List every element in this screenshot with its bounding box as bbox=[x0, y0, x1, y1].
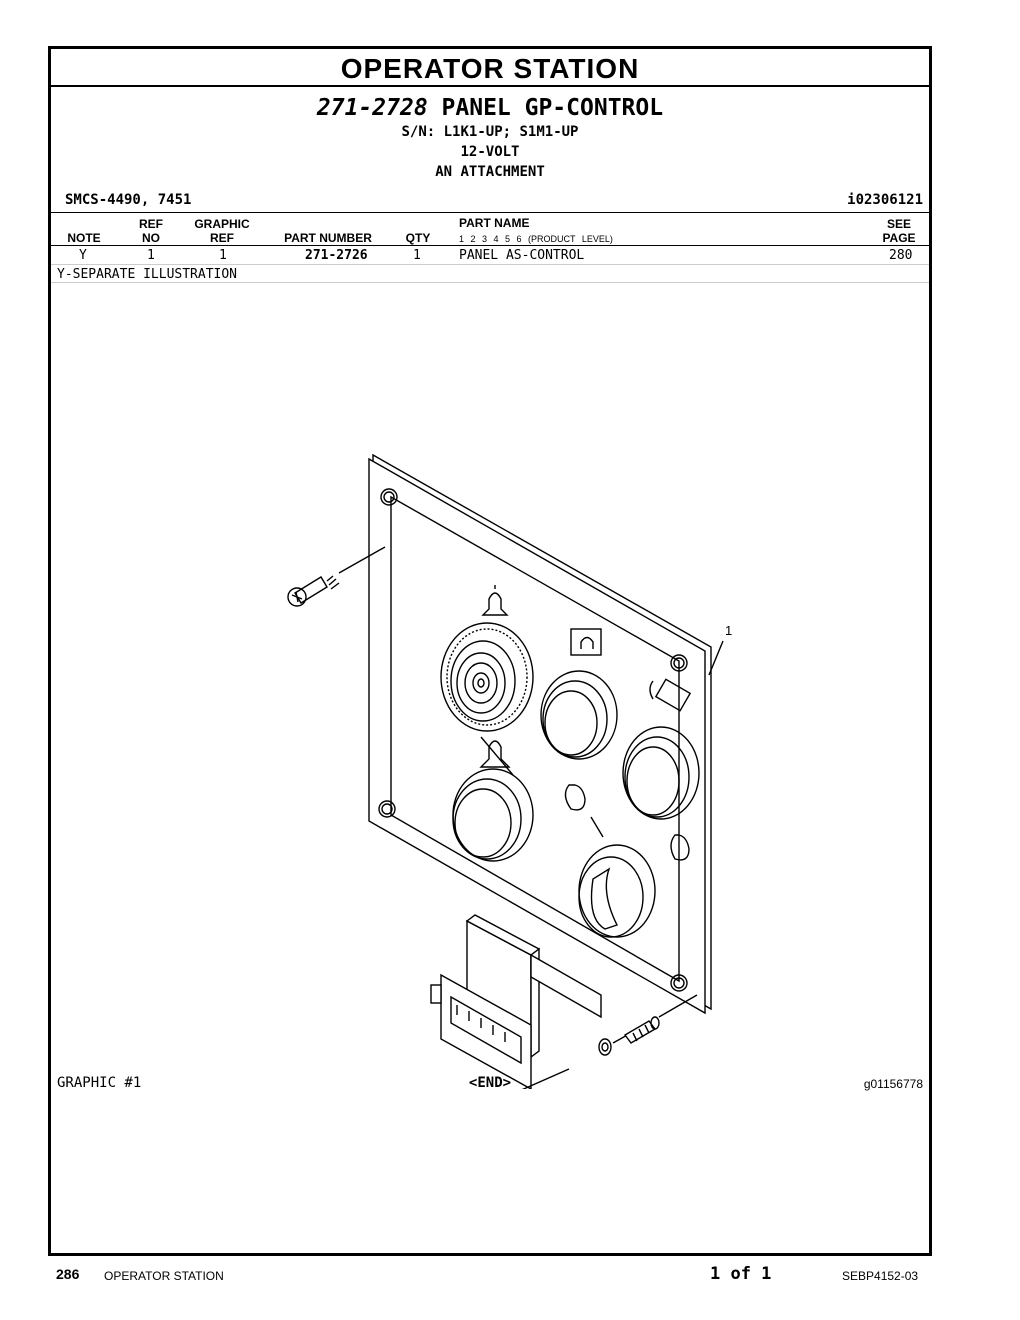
horn-symbol-icon bbox=[481, 585, 509, 616]
page-frame: OPERATOR STATION 271-2728 PANEL GP-CONTR… bbox=[48, 46, 932, 1256]
illustration-id: i02306121 bbox=[847, 192, 923, 208]
screw-icon bbox=[287, 546, 386, 607]
callout-1: 1 bbox=[725, 623, 732, 638]
row-see-page[interactable]: 280 bbox=[889, 248, 913, 263]
col-part-name: PART NAME bbox=[459, 216, 530, 230]
row-note: Y bbox=[79, 248, 87, 263]
graphic-id: g01156778 bbox=[863, 1077, 923, 1091]
nut-icon bbox=[521, 1068, 570, 1089]
divider bbox=[51, 264, 929, 265]
indicator-lamp-icon bbox=[649, 678, 692, 712]
col-qty: QTY bbox=[405, 231, 431, 245]
attachment-note: AN ATTACHMENT bbox=[435, 164, 545, 180]
col-graphic-ref: GRAPHIC REF bbox=[187, 217, 257, 245]
col-note: NOTE bbox=[67, 231, 101, 245]
page-of: 1 of 1 bbox=[710, 1264, 772, 1284]
push-button-icon bbox=[452, 768, 534, 862]
col-ref-bottom: NO bbox=[142, 231, 160, 245]
col-see-bottom: PAGE bbox=[882, 231, 916, 245]
callout-leader bbox=[708, 640, 724, 676]
rotary-switch-icon bbox=[578, 844, 656, 938]
divider bbox=[51, 212, 929, 213]
divider bbox=[51, 245, 929, 246]
col-graphic-top: GRAPHIC bbox=[194, 217, 250, 231]
col-ref: REF NO bbox=[129, 217, 173, 245]
push-button-icon bbox=[622, 726, 700, 820]
indicator-symbol-icon bbox=[670, 834, 690, 861]
smcs-code: SMCS-4490, 7451 bbox=[65, 192, 192, 208]
section-title: OPERATOR STATION bbox=[51, 49, 929, 87]
serial-range: S/N: L1K1-UP; S1M1-UP bbox=[401, 124, 579, 140]
row-graphic-ref: 1 bbox=[219, 248, 227, 263]
col-ref-top: REF bbox=[139, 217, 163, 231]
row-part-number[interactable]: 271-2726 bbox=[305, 248, 368, 263]
footer-section: OPERATOR STATION bbox=[104, 1269, 224, 1283]
bolt-icon bbox=[623, 994, 698, 1044]
note-separate-illustration: Y-SEPARATE ILLUSTRATION bbox=[57, 267, 238, 282]
end-marker: <END> bbox=[468, 1075, 512, 1091]
product-levels: 1 2 3 4 5 6 (PRODUCT LEVEL) bbox=[459, 234, 613, 244]
horn-off-symbol-icon bbox=[479, 736, 514, 776]
page-number: 286 bbox=[56, 1266, 80, 1282]
col-see-top: SEE bbox=[886, 217, 911, 231]
horn-symbol-small-icon bbox=[570, 628, 602, 656]
row-part-name: PANEL AS-CONTROL bbox=[459, 248, 585, 263]
col-graphic-bottom: REF bbox=[210, 231, 234, 245]
col-part-number: PART NUMBER bbox=[284, 231, 372, 245]
panel-illustration: 1 bbox=[287, 453, 732, 1089]
group-name: PANEL GP-CONTROL bbox=[441, 95, 664, 121]
graphic-label: GRAPHIC #1 bbox=[57, 1075, 142, 1091]
dimmer-knob-icon bbox=[440, 622, 534, 732]
group-part-number: 271-2728 bbox=[316, 95, 428, 121]
row-ref: 1 bbox=[147, 248, 155, 263]
push-button-icon bbox=[540, 670, 618, 760]
divider bbox=[51, 282, 929, 283]
col-see-page: SEE PAGE bbox=[869, 217, 929, 245]
voltage: 12-VOLT bbox=[460, 144, 520, 160]
group-title: 271-2728 PANEL GP-CONTROL bbox=[51, 95, 929, 121]
document-id: SEBP4152-03 bbox=[842, 1269, 919, 1283]
row-qty: 1 bbox=[413, 248, 421, 263]
connector-icon bbox=[430, 914, 602, 1089]
key-symbol-icon bbox=[564, 784, 604, 838]
